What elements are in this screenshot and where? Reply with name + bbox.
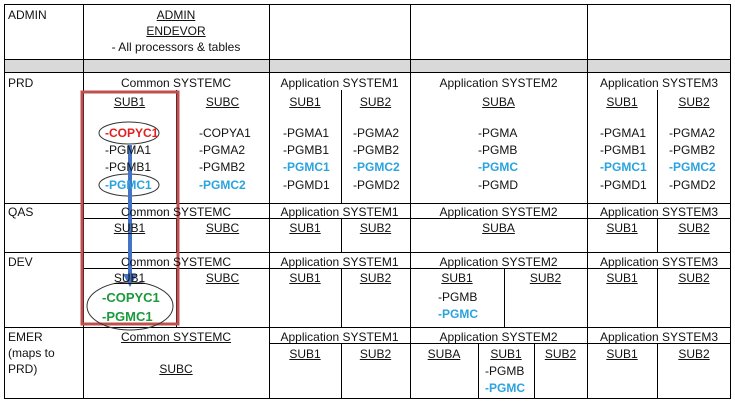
prd-a3-pgma2: -PGMA2	[669, 126, 716, 140]
dev-app2-header: Application SYSTEM2	[439, 255, 558, 269]
row-label-emer-prd: PRD)	[8, 362, 38, 376]
prd-pgma2: -PGMA2	[199, 143, 246, 157]
qas-app3-header: Application SYSTEM3	[599, 205, 719, 219]
prd-app1-header: Application SYSTEM1	[280, 76, 399, 90]
dev-common-sub1: SUB1	[113, 271, 146, 285]
prd-pgmc1: -PGMC1	[105, 178, 152, 192]
emer-app2-suba: SUBA	[427, 347, 461, 361]
emer-app2-sub2: SUB2	[544, 347, 577, 361]
prd-copya1: -COPYA1	[199, 126, 251, 140]
row-label-prd: PRD	[8, 76, 34, 90]
prd-a1-pgmd1: -PGMD1	[283, 178, 330, 192]
dev-app3-sub2: SUB2	[678, 271, 710, 285]
emer-app2-sub1: SUB1	[490, 347, 522, 361]
prd-app3-sub2: SUB2	[678, 95, 710, 109]
row-label-admin: ADMIN	[8, 8, 47, 22]
prd-a2-pgmc: -PGMC	[478, 160, 518, 174]
prd-copyc1: -COPYC1	[105, 126, 159, 140]
spacer-row	[4, 59, 731, 72]
prd-a1-pgma1: -PGMA1	[283, 126, 330, 140]
admin-title: ADMIN	[156, 8, 196, 22]
row-label-emer-maps: (maps to	[8, 346, 55, 360]
emer-app3-sub2: SUB2	[678, 347, 710, 361]
dev-app2-sub1: SUB1	[441, 271, 473, 285]
qas-app2-suba: SUBA	[482, 221, 515, 235]
dev-a2-pgmc: -PGMC	[438, 307, 478, 321]
qas-common-subc: SUBC	[205, 221, 240, 235]
prd-pgmb1: -PGMB1	[105, 160, 152, 174]
qas-app1-sub1: SUB1	[289, 221, 321, 235]
prd-a3-pgmc2: -PGMC2	[669, 160, 716, 174]
qas-app1-header: Application SYSTEM1	[280, 205, 399, 219]
dev-app3-sub1: SUB1	[606, 271, 638, 285]
endevor-title: ENDEVOR	[146, 24, 206, 38]
qas-app1-sub2: SUB2	[359, 221, 392, 235]
dev-app3-header: Application SYSTEM3	[599, 255, 719, 269]
prd-pgmc2: -PGMC2	[199, 178, 246, 192]
row-label-qas: QAS	[8, 205, 34, 219]
emer-a2-pgmc: -PGMC	[485, 381, 525, 395]
row-label-dev: DEV	[8, 255, 33, 269]
prd-a2-pgma: -PGMA	[478, 126, 518, 140]
prd-a3-pgma1: -PGMA1	[600, 126, 647, 140]
dev-a2-pgmb: -PGMB	[438, 290, 478, 304]
dev-copyc1: -COPYC1	[102, 290, 160, 305]
prd-a1-pgmd2: -PGMD2	[353, 178, 400, 192]
emer-app1-header: Application SYSTEM1	[280, 330, 399, 344]
row-label-emer: EMER	[8, 330, 43, 344]
prd-a3-pgmc1: -PGMC1	[600, 160, 647, 174]
dev-app1-sub1: SUB1	[289, 271, 321, 285]
qas-common-sub1: SUB1	[113, 221, 146, 235]
dev-app2-sub2: SUB2	[529, 271, 562, 285]
emer-common-subc: SUBC	[159, 362, 193, 376]
prd-a2-pgmb: -PGMB	[478, 143, 518, 157]
prd-app3-sub1: SUB1	[606, 95, 638, 109]
prd-common-subc: SUBC	[205, 95, 240, 109]
prd-a1-pgmc2: -PGMC2	[353, 160, 400, 174]
emer-app1-sub1: SUB1	[289, 347, 321, 361]
emer-common-header: Common SYSTEMC	[120, 330, 232, 344]
prd-pgmb2: -PGMB2	[199, 160, 246, 174]
prd-app2-header: Application SYSTEM2	[439, 76, 558, 90]
prd-a1-pgmc1: -PGMC1	[283, 160, 330, 174]
qas-common-header: Common SYSTEMC	[120, 205, 232, 219]
prd-app3-header: Application SYSTEM3	[599, 76, 719, 90]
prd-common-sub1: SUB1	[113, 95, 146, 109]
emer-app2-header: Application SYSTEM2	[439, 330, 558, 344]
prd-common-header: Common SYSTEMC	[120, 76, 232, 90]
prd-app1-sub2: SUB2	[359, 95, 392, 109]
prd-a1-pgma2: -PGMA2	[353, 126, 400, 140]
prd-app2-suba: SUBA	[482, 95, 515, 109]
dev-pgmc1: -PGMC1	[102, 309, 153, 324]
prd-a3-pgmd1: -PGMD1	[600, 178, 647, 192]
prd-app1-sub1: SUB1	[289, 95, 321, 109]
dev-app1-header: Application SYSTEM1	[280, 255, 399, 269]
qas-app2-header: Application SYSTEM2	[439, 205, 558, 219]
prd-a1-pgmb1: -PGMB1	[283, 143, 330, 157]
emer-app3-sub1: SUB1	[606, 347, 638, 361]
prd-pgma1: -PGMA1	[105, 143, 152, 157]
endevor-desc: - All processors & tables	[111, 40, 241, 54]
copyc1-ellipse	[98, 121, 160, 145]
prd-a3-pgmb2: -PGMB2	[669, 143, 716, 157]
highlight-box	[80, 90, 180, 326]
emer-app3-header: Application SYSTEM3	[599, 330, 719, 344]
qas-app3-sub2: SUB2	[678, 221, 710, 235]
promotion-arrow	[123, 145, 137, 287]
qas-app3-sub1: SUB1	[606, 221, 638, 235]
dev-app1-sub2: SUB2	[359, 271, 392, 285]
prd-a2-pgmd: -PGMD	[478, 178, 518, 192]
emer-a2-pgmb: -PGMB	[485, 364, 525, 378]
dev-common-subc: SUBC	[205, 271, 240, 285]
emer-app1-sub2: SUB2	[359, 347, 392, 361]
dev-common-header: Common SYSTEMC	[120, 255, 232, 269]
prd-a3-pgmb1: -PGMB1	[600, 143, 647, 157]
prd-a1-pgmb2: -PGMB2	[353, 143, 400, 157]
prd-a3-pgmd2: -PGMD2	[669, 178, 716, 192]
